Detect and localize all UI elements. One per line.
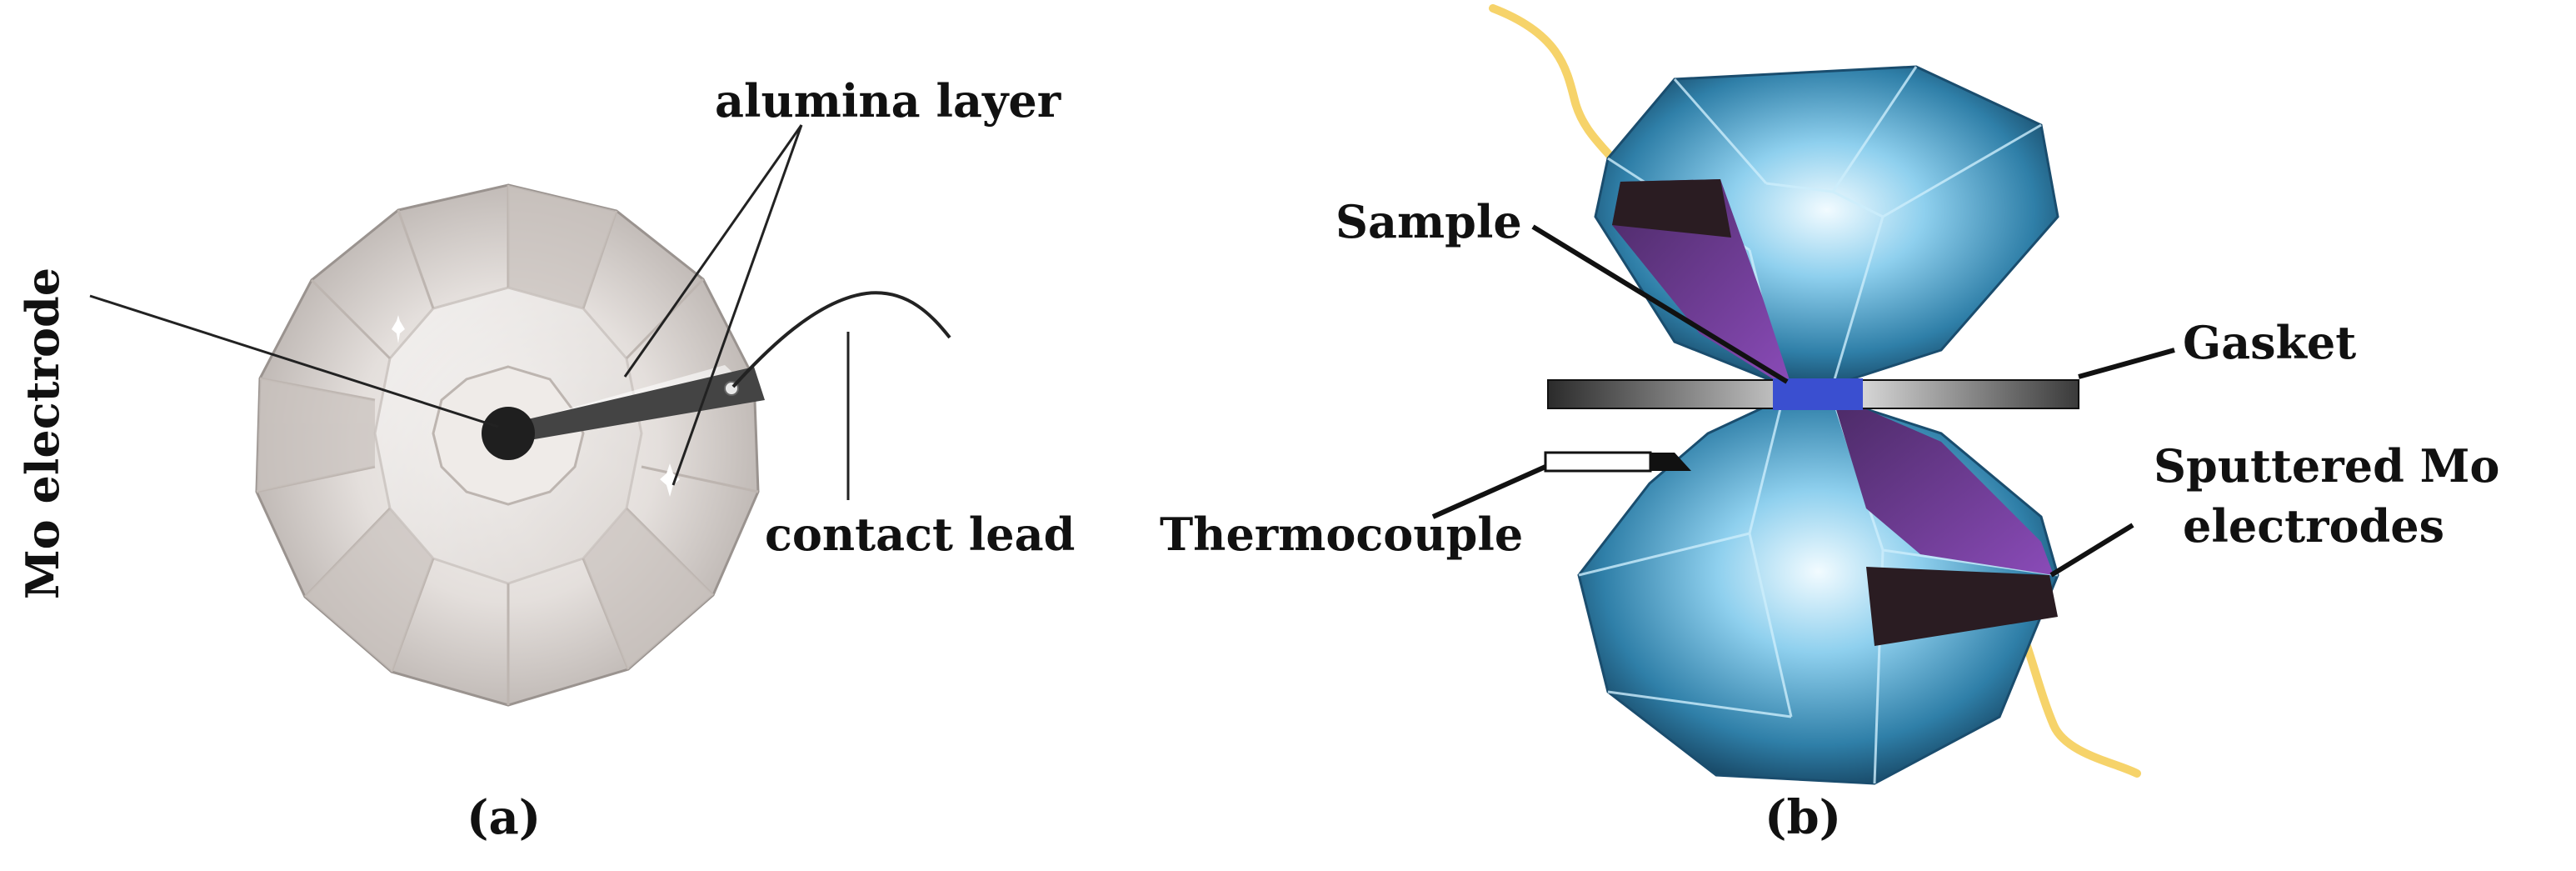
label-contact-lead: contact lead — [765, 508, 1075, 561]
sputtered-electrode-lower — [1833, 398, 2058, 646]
mo-electrode-dot — [482, 407, 535, 460]
contact-lead-wire — [731, 291, 951, 388]
caption-a: (a) — [467, 790, 541, 845]
thermocouple — [1544, 451, 1691, 473]
panel-a: Mo electrode alumina layer contact lead … — [16, 74, 1075, 845]
label-mo-electrode: Mo electrode — [16, 268, 69, 599]
sample — [1773, 378, 1863, 410]
leader-lines-a — [89, 124, 850, 500]
sputtered-electrode-upper — [1612, 179, 1791, 385]
label-sample: Sample — [1335, 195, 1522, 248]
mo-electrode-strip — [510, 367, 765, 443]
anvil-outer-shading — [257, 185, 713, 672]
sparkle-icon — [392, 315, 680, 497]
panel-b: Sample Gasket Thermocouple Sputtered Mo … — [1160, 4, 2499, 845]
label-gasket: Gasket — [2183, 316, 2356, 369]
lead-wire-top — [1489, 4, 1630, 179]
label-thermocouple: Thermocouple — [1160, 508, 1523, 561]
label-sputtered-mo-line2: electrodes — [2183, 499, 2444, 553]
label-sputtered-mo-line1: Sputtered Mo — [2154, 439, 2499, 493]
caption-b: (b) — [1765, 790, 1841, 845]
leader-lines-b — [1431, 224, 2175, 578]
label-alumina-layer: alumina layer — [715, 74, 1061, 128]
